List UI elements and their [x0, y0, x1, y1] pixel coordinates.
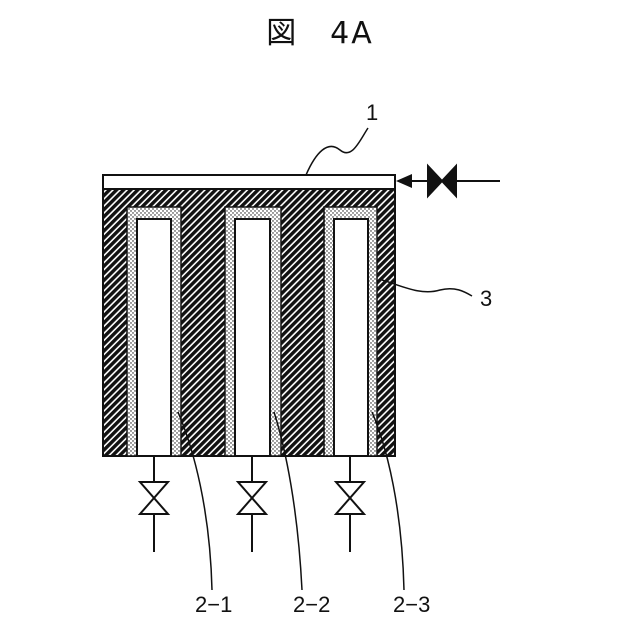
inlet-pipe: [412, 166, 500, 196]
label-tube-2-1: 2−1: [195, 592, 232, 617]
bottom-pipe-2: [238, 456, 266, 552]
top-plate: [103, 175, 395, 189]
tube-2-3: [334, 219, 368, 456]
leader-line-1: [306, 128, 368, 175]
label-coating: 3: [480, 286, 492, 311]
bottom-pipe-3: [336, 456, 364, 552]
label-tube-2-2: 2−2: [293, 592, 330, 617]
label-tube-2-3: 2−3: [393, 592, 430, 617]
bottom-pipe-1: [140, 456, 168, 552]
tube-2-2: [235, 219, 270, 456]
label-top-plate: 1: [366, 100, 378, 125]
inlet-arrow-head: [396, 174, 412, 188]
tube-2-1: [137, 219, 171, 456]
